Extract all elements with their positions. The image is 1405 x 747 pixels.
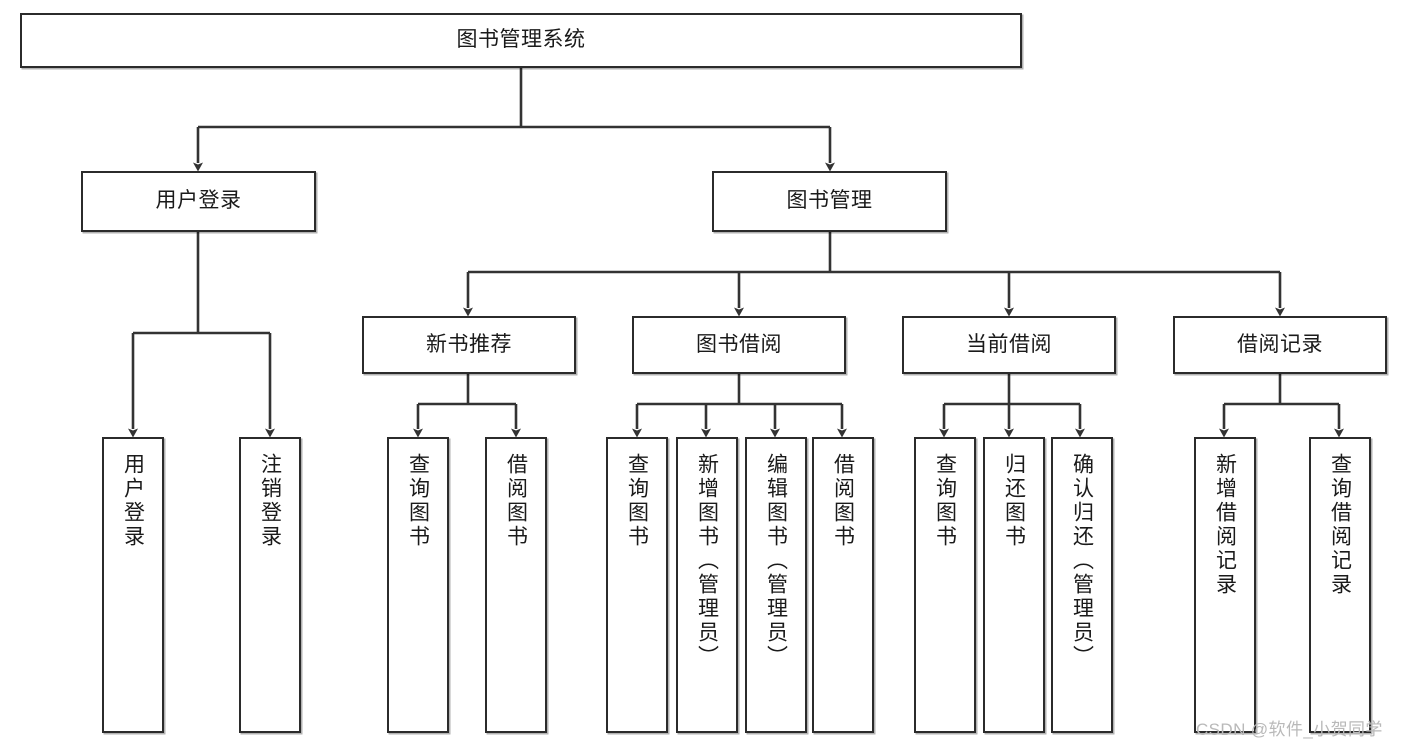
node-label: 图书借阅 — [696, 332, 782, 356]
leaf-borrow-book[interactable]: 借阅图书 — [812, 437, 874, 733]
leaf-add-borrow-record[interactable]: 新增借阅记录 — [1194, 437, 1256, 733]
leaf-query-book-borrow[interactable]: 查询图书 — [606, 437, 668, 733]
node-label: 图书管理系统 — [456, 28, 586, 52]
node-label: 用户登录 — [121, 453, 145, 549]
leaf-query-book-recommend[interactable]: 查询图书 — [387, 437, 449, 733]
node-label: 新增图书（管理员） — [695, 453, 719, 669]
node-current-borrow[interactable]: 当前借阅 — [902, 316, 1116, 374]
leaf-query-book-current[interactable]: 查询图书 — [914, 437, 976, 733]
node-root-system[interactable]: 图书管理系统 — [20, 13, 1022, 68]
node-label: 查询图书 — [933, 453, 957, 549]
node-user-login[interactable]: 用户登录 — [81, 171, 316, 232]
node-label: 当前借阅 — [966, 332, 1052, 356]
leaf-user-login[interactable]: 用户登录 — [102, 437, 164, 733]
node-label: 注销登录 — [258, 453, 282, 549]
node-label: 归还图书 — [1002, 453, 1026, 549]
leaf-edit-book-admin[interactable]: 编辑图书（管理员） — [745, 437, 807, 733]
node-label: 图书管理 — [786, 189, 873, 213]
csdn-watermark: CSDN @软件_小贺同学 — [1196, 720, 1383, 739]
node-label: 确认归还（管理员） — [1070, 453, 1094, 669]
node-label: 查询图书 — [625, 453, 649, 549]
node-label: 编辑图书（管理员） — [764, 453, 788, 669]
node-label: 借阅图书 — [504, 453, 528, 549]
node-borrow-record[interactable]: 借阅记录 — [1173, 316, 1387, 374]
leaf-user-logout[interactable]: 注销登录 — [239, 437, 301, 733]
node-label: 查询借阅记录 — [1328, 453, 1352, 597]
node-label: 查询图书 — [406, 453, 430, 549]
leaf-confirm-return-admin[interactable]: 确认归还（管理员） — [1051, 437, 1113, 733]
leaf-return-book[interactable]: 归还图书 — [983, 437, 1045, 733]
node-book-borrow[interactable]: 图书借阅 — [632, 316, 846, 374]
node-label: 借阅记录 — [1237, 332, 1323, 356]
node-book-management[interactable]: 图书管理 — [712, 171, 947, 232]
leaf-query-borrow-record[interactable]: 查询借阅记录 — [1309, 437, 1371, 733]
node-label: 新增借阅记录 — [1213, 453, 1237, 597]
leaf-add-book-admin[interactable]: 新增图书（管理员） — [676, 437, 738, 733]
leaf-borrow-book-recommend[interactable]: 借阅图书 — [485, 437, 547, 733]
node-label: 借阅图书 — [831, 453, 855, 549]
node-label: 新书推荐 — [426, 332, 512, 356]
node-label: 用户登录 — [155, 189, 242, 213]
node-new-book-recommend[interactable]: 新书推荐 — [362, 316, 576, 374]
